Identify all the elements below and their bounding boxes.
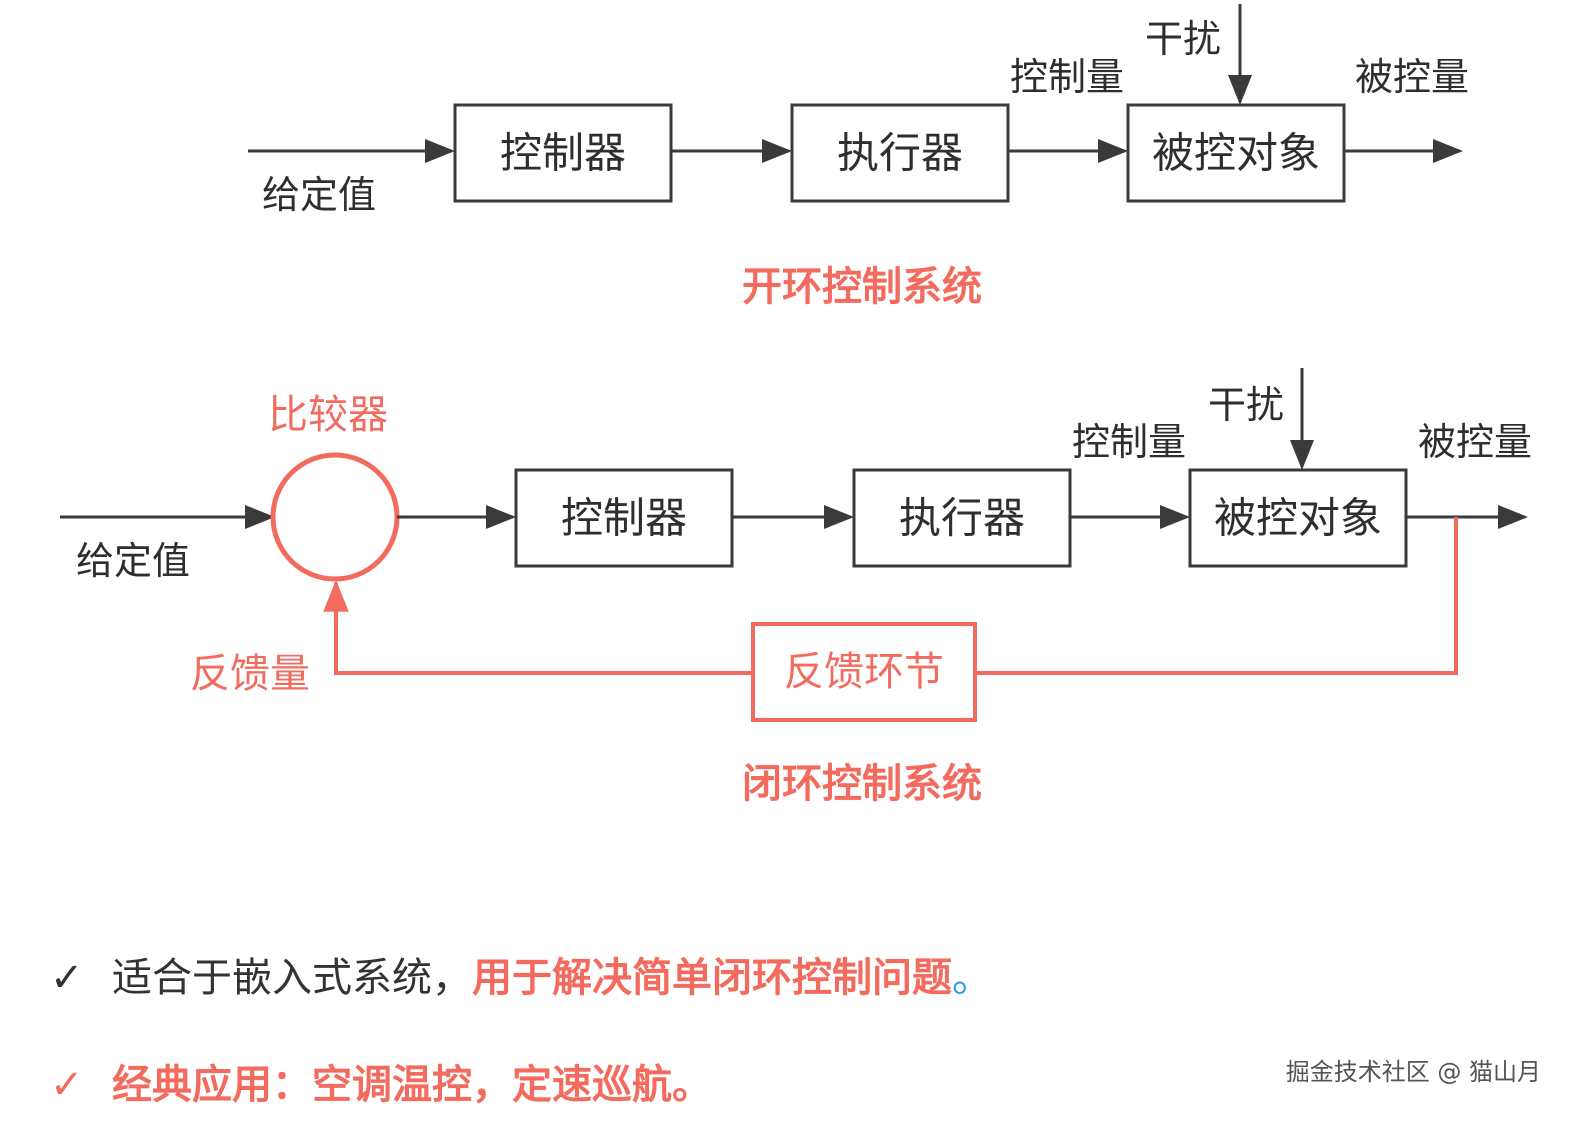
bullet-embedded-suitability: ✓ 适合于嵌入式系统，用于解决简单闭环控制问题。 [50,945,992,1003]
open-controller-block [453,103,673,203]
bullet-1-text: 适合于嵌入式系统， [112,955,472,1001]
closed-plant-label: 被控对象 [1214,494,1382,543]
open-plant-block [1126,103,1346,203]
feedback-signal-label: 反馈量 [190,651,310,697]
control-system-diagram: 给定值 控制器 执行器 控制量 被控对象 干扰 被控量 开环控制系统 给定值 比… [60,4,1532,807]
closed-output-label: 被控量 [1418,420,1532,464]
bullet-1-highlight: 用于解决简单闭环控制问题 [472,955,952,1001]
closed-actuator-label: 执行器 [899,494,1025,543]
watermark: 掘金技术社区 @ 猫山月 [1285,1058,1541,1086]
open-output-label: 被控量 [1355,55,1469,99]
closed-controller-label: 控制器 [561,494,687,543]
open-loop-diagram: 给定值 控制器 执行器 控制量 被控对象 干扰 被控量 开环控制系统 [248,4,1469,310]
open-actuator-block [790,103,1010,203]
comparator-circle [270,452,400,582]
closed-input-label: 给定值 [76,539,190,583]
closed-plant-block [1188,468,1408,568]
open-control-signal-label: 控制量 [1010,55,1124,99]
bullet-1-period: 。 [952,955,992,1001]
closed-control-signal-label: 控制量 [1072,420,1186,464]
comparator-label: 比较器 [268,392,388,438]
checkmark-icon: ✓ [50,955,84,1001]
closed-controller-block [514,468,734,568]
feedback-return-line [975,517,1458,675]
feedback-block-label: 反馈环节 [784,649,944,695]
closed-disturbance-label: 干扰 [1208,383,1284,427]
open-loop-caption: 开环控制系统 [742,264,982,310]
bullet-2-text: 经典应用：空调温控，定速巡航。 [112,1062,712,1108]
open-actuator-label: 执行器 [837,129,963,178]
closed-loop-diagram: 给定值 比较器 控制器 执行器 控制量 被控对象 干扰 被控量 反馈环节 反馈量… [60,368,1532,807]
bullet-classic-applications: ✓ 经典应用：空调温控，定速巡航。 [50,1052,712,1110]
open-disturbance-label: 干扰 [1145,17,1221,61]
feedback-to-comparator-arrow [323,579,753,675]
open-plant-label: 被控对象 [1152,129,1320,178]
open-input-label: 给定值 [262,173,376,217]
closed-loop-caption: 闭环控制系统 [742,761,982,807]
open-controller-label: 控制器 [500,129,626,178]
checkmark-icon: ✓ [50,1062,84,1108]
